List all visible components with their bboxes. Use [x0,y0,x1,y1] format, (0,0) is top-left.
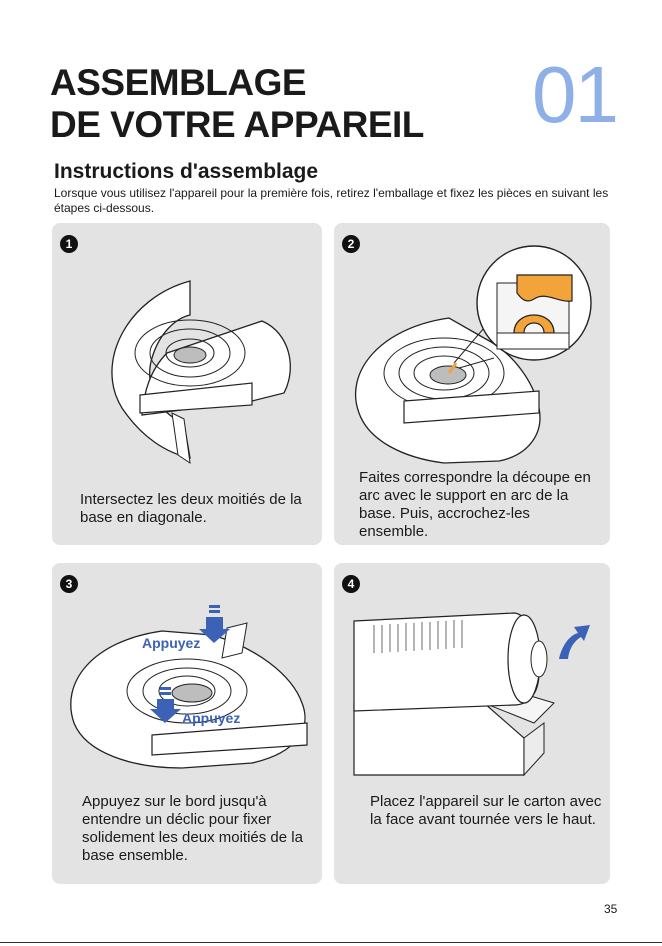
device-on-carton-illustration [353,612,590,777]
step-1-text: Intersectez les deux moitiés de la base … [80,491,302,526]
page-title-line-1: ASSEMBLAGE [50,62,307,103]
page-title: ASSEMBLAGE DE VOTRE APPAREIL [50,62,424,146]
step-4-text: Placez l'appareil sur le carton avec la … [370,793,602,828]
press-label-top: Appuyez [142,635,200,651]
chapter-number: 01 [532,50,619,139]
step-3-panel: Appuyez Appuyez 3 Appuyez sur le bord ju… [52,563,322,884]
step-1-number: 1 [60,235,78,253]
step-4-panel: 4 Placez l'appareil sur le carton avec l… [334,563,610,884]
section-intro: Lorsque vous utilisez l'appareil pour la… [54,186,609,215]
page-bottom-rule [0,942,662,943]
press-edge-illustration: Appuyez Appuyez [70,605,308,769]
page-title-line-2: DE VOTRE APPAREIL [50,104,424,145]
step-1-panel: 1 Intersectez les deux moitiés de la bas… [52,223,322,545]
press-label-bottom: Appuyez [182,710,240,726]
page-number: 35 [604,902,618,916]
step-4-number: 4 [342,575,360,593]
arc-cutout-alignment-illustration [354,245,592,464]
step-2-panel: 2 Faites correspondre la découpe en arc … [334,223,610,545]
section-title: Instructions d'assemblage [54,160,319,183]
step-3-number: 3 [60,575,78,593]
base-halves-diagonal-illustration [111,280,291,465]
step-2-number: 2 [342,235,360,253]
step-2-text: Faites correspondre la découpe en arc av… [359,469,591,540]
step-3-text: Appuyez sur le bord jusqu'à entendre un … [82,793,303,864]
